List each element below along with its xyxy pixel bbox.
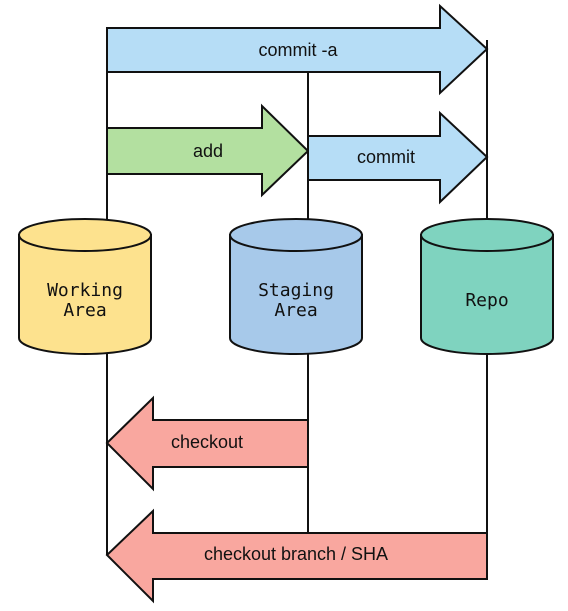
working-area-cylinder-top: [18, 218, 152, 252]
checkout-branch-label: checkout branch / SHA: [204, 544, 388, 564]
working-area-label-line2: Area: [63, 300, 106, 321]
staging-area-label-line2: Area: [274, 300, 317, 321]
commit-label: commit: [357, 147, 415, 167]
commit-a-arrow-shape: [106, 3, 489, 96]
repo-cylinder-body: [420, 234, 554, 355]
commit-a-arrow: commit -a: [106, 3, 489, 96]
checkout-branch-arrow: checkout branch / SHA: [105, 508, 488, 604]
checkout-arrow: checkout: [105, 395, 309, 492]
checkout-arrow-shape: [105, 395, 309, 492]
add-arrow-shape: [106, 103, 310, 198]
working-area-label-line1: Working: [47, 280, 123, 301]
repo-cylinder-top: [420, 218, 554, 252]
add-label: add: [193, 141, 223, 161]
add-arrow: add: [106, 103, 310, 198]
checkout-branch-arrow-shape: [105, 508, 488, 604]
repo-label: Repo: [465, 290, 508, 311]
staging-area-label-line1: Staging: [258, 280, 334, 301]
repo-store: Repo: [420, 218, 554, 355]
commit-arrow: commit: [307, 110, 489, 205]
staging-area-cylinder-top: [229, 218, 363, 252]
working-area-cylinder-body: [18, 234, 152, 355]
checkout-label: checkout: [171, 432, 243, 452]
staging-area-store: Staging Area: [229, 218, 363, 355]
commit-a-label: commit -a: [258, 40, 338, 60]
working-area-store: Working Area: [18, 218, 152, 355]
commit-arrow-shape: [307, 110, 489, 205]
staging-area-cylinder-body: [229, 234, 363, 355]
